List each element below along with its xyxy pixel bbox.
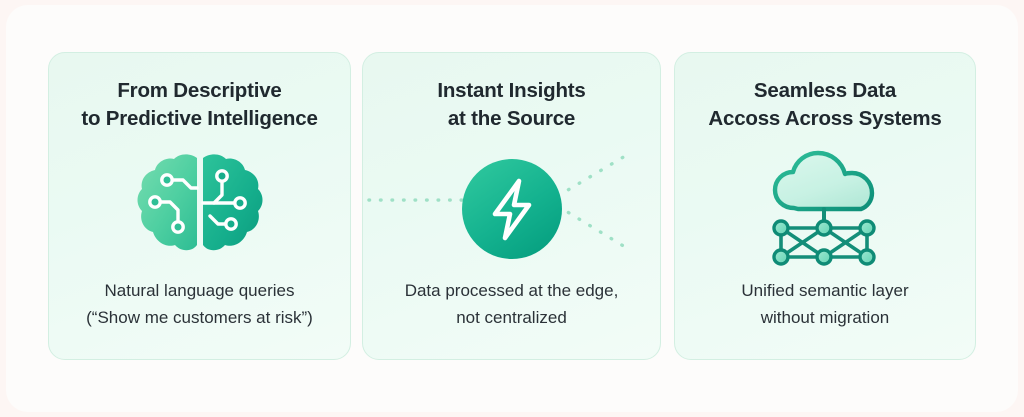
card-caption-line-2: without migration xyxy=(760,308,890,327)
card-title: Seamless Data Accoss Across Systems xyxy=(675,77,975,133)
feature-card-seamless-data-access[interactable]: Seamless Data Accoss Across Systems xyxy=(674,52,976,360)
card-title-line-1: From Descriptive xyxy=(117,79,282,102)
card-caption: Natural language queries (“Show me custo… xyxy=(49,277,350,331)
card-title-line-1: Instant Insights xyxy=(437,79,586,102)
card-icon-area xyxy=(49,145,350,273)
card-title: Instant Insights at the Source xyxy=(363,77,660,133)
card-caption: Data processed at the edge, not centrali… xyxy=(363,277,660,331)
card-caption-line-1: Unified semantic layer xyxy=(741,281,909,300)
cloud-network-icon xyxy=(772,150,876,266)
card-title-line-2: to Predictive Intelligence xyxy=(81,107,318,130)
card-caption-line-1: Data processed at the edge, xyxy=(404,281,619,300)
lightning-bolt-icon xyxy=(461,159,562,259)
card-title-line-2: Accoss Across Systems xyxy=(708,107,942,130)
card-icon-area xyxy=(363,145,660,273)
card-caption-line-1: Natural language queries xyxy=(104,281,295,300)
card-caption-line-2: (“Show me customers at risk”) xyxy=(86,308,313,327)
brain-circuit-icon xyxy=(137,154,262,251)
card-title: From Descriptive to Predictive Intellige… xyxy=(49,77,350,133)
card-icon-area xyxy=(675,145,975,273)
card-title-line-2: at the Source xyxy=(447,107,576,130)
feature-card-descriptive-to-predictive[interactable]: From Descriptive to Predictive Intellige… xyxy=(48,52,351,360)
feature-card-instant-insights[interactable]: Instant Insights at the Source xyxy=(362,52,661,360)
card-caption: Unified semantic layer without migration xyxy=(675,277,975,331)
card-title-line-1: Seamless Data xyxy=(753,79,897,102)
card-caption-line-2: not centralized xyxy=(456,308,567,327)
